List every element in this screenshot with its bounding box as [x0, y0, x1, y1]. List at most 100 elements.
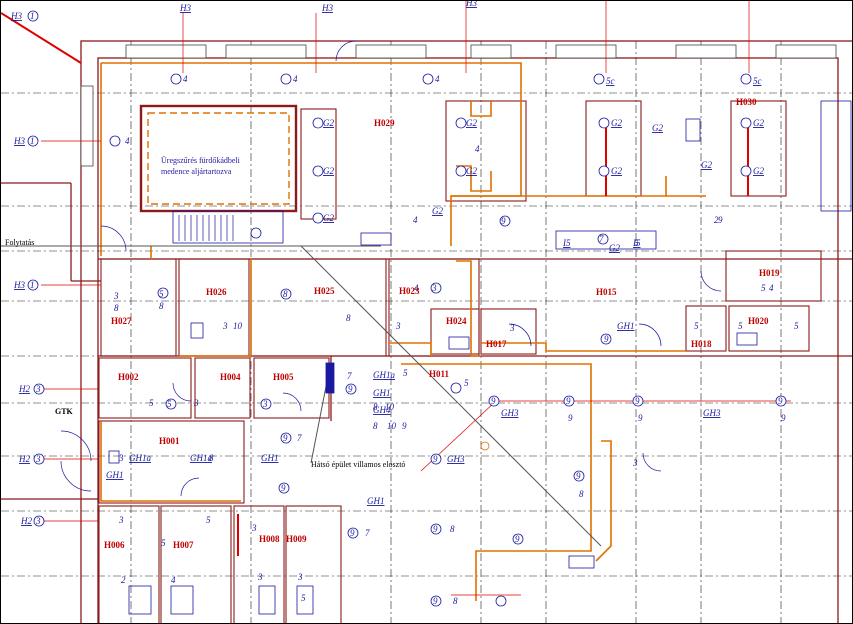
svg-text:4: 4	[769, 283, 774, 293]
svg-text:7: 7	[365, 528, 370, 538]
svg-text:10: 10	[233, 321, 243, 331]
svg-text:5: 5	[761, 283, 766, 293]
room-h004: H004	[220, 372, 241, 382]
tag-5c-b: 5c	[753, 76, 762, 86]
svg-text:3: 3	[257, 572, 263, 582]
svg-text:9: 9	[718, 215, 723, 225]
door-swings	[60, 40, 722, 497]
svg-text:3: 3	[118, 453, 124, 463]
tag-gh4: GH4	[373, 405, 391, 415]
svg-text:3: 3	[632, 458, 638, 468]
svg-text:9: 9	[604, 334, 609, 344]
room-h009: H009	[286, 534, 307, 544]
room-h017: H017	[486, 339, 507, 349]
tag-h3-left: H3	[13, 136, 25, 146]
svg-text:8: 8	[579, 489, 584, 499]
tag-h2-b: H2	[18, 454, 30, 464]
tag-gh1-a: GH1	[373, 388, 391, 398]
room-h029: H029	[374, 118, 395, 128]
axis-grid	[1, 41, 852, 623]
tag-h2-a: H2	[18, 384, 30, 394]
tag-gh3-b: GH3	[703, 408, 721, 418]
tag-h3-top: H3	[10, 11, 22, 21]
room-h026: H026	[206, 287, 227, 297]
svg-text:5: 5	[301, 593, 306, 603]
tag-g2-j: G2	[323, 166, 334, 176]
svg-text:9: 9	[350, 528, 355, 538]
room-labels: H029 H030 H027 H026 H025 H023 H024 H017 …	[104, 97, 780, 550]
room-h024: H024	[446, 316, 467, 326]
room-h019: H019	[759, 268, 780, 278]
svg-text:3: 3	[251, 523, 257, 533]
tag-h3-col3: H3	[465, 1, 477, 8]
room-h030: H030	[736, 97, 757, 107]
svg-text:3: 3	[431, 283, 437, 293]
tag-i5-a: I5	[562, 238, 571, 248]
svg-text:2: 2	[121, 575, 126, 585]
svg-text:3: 3	[118, 515, 124, 525]
room-h020: H020	[748, 316, 769, 326]
tag-g2-h: G2	[701, 160, 712, 170]
tag-leaders	[41, 1, 791, 596]
tag-g2-a: G2	[466, 118, 477, 128]
room-h007: H007	[173, 540, 194, 550]
gtk-label: GTK	[55, 407, 74, 416]
riser-tags: H3 H3 H3 H2 H2 H2 H3 H3 H3 5c 5c G2 G2 G…	[10, 1, 764, 526]
tag-i5-b: I5	[632, 238, 641, 248]
svg-text:5: 5	[167, 399, 172, 409]
supply-risers	[1, 12, 749, 556]
tag-gh3-c: GH3	[447, 454, 465, 464]
room-h018: H018	[691, 339, 712, 349]
svg-text:8: 8	[114, 303, 119, 313]
tag-g2-g: G2	[753, 166, 764, 176]
tag-g2-e: G2	[652, 123, 663, 133]
svg-text:3: 3	[395, 321, 401, 331]
tag-gh1a-c: GH1a	[190, 453, 212, 463]
svg-text:1: 1	[30, 11, 35, 21]
tag-5c-a: 5c	[606, 76, 615, 86]
pool-basin	[139, 104, 298, 244]
room-h023: H023	[399, 286, 420, 296]
tag-h3-col2: H3	[321, 3, 333, 13]
svg-text:3: 3	[35, 516, 41, 526]
svg-text:9: 9	[566, 396, 571, 406]
pool-steps	[178, 215, 234, 241]
svg-text:9: 9	[433, 454, 438, 464]
tag-gh1-e: GH1	[617, 321, 635, 331]
svg-text:5: 5	[206, 515, 211, 525]
svg-text:5: 5	[794, 321, 799, 331]
room-h006: H006	[104, 540, 125, 550]
svg-text:4: 4	[414, 283, 419, 293]
svg-text:10: 10	[385, 402, 395, 412]
svg-text:5: 5	[149, 398, 154, 408]
svg-text:5: 5	[694, 321, 699, 331]
svg-text:9: 9	[283, 433, 288, 443]
svg-text:2: 2	[714, 215, 719, 225]
svg-text:7: 7	[599, 234, 604, 244]
svg-text:9: 9	[515, 534, 520, 544]
svg-text:3: 3	[193, 398, 199, 408]
rear-building-note: Hátsó épület villamos elosztó	[311, 460, 405, 469]
room-h002: H002	[118, 372, 139, 382]
svg-text:3: 3	[262, 399, 268, 409]
tag-g2-b: G2	[466, 166, 477, 176]
svg-text:3: 3	[35, 384, 41, 394]
tag-g2-k: G2	[323, 213, 334, 223]
svg-text:9: 9	[491, 396, 496, 406]
tag-g2-d: G2	[611, 166, 622, 176]
svg-text:4: 4	[475, 144, 480, 154]
tag-gh1a-b: GH1a	[129, 453, 151, 463]
svg-text:5: 5	[464, 378, 469, 388]
svg-text:5: 5	[403, 368, 408, 378]
room-h025: H025	[314, 286, 335, 296]
svg-text:4: 4	[171, 575, 176, 585]
room-h027: H027	[111, 316, 132, 326]
room-h001: H001	[159, 436, 180, 446]
tag-gh1a-a: GH1a	[373, 370, 395, 380]
svg-text:3: 3	[113, 291, 119, 301]
svg-text:8: 8	[209, 453, 214, 463]
svg-text:7: 7	[297, 433, 302, 443]
svg-text:8: 8	[453, 596, 458, 606]
